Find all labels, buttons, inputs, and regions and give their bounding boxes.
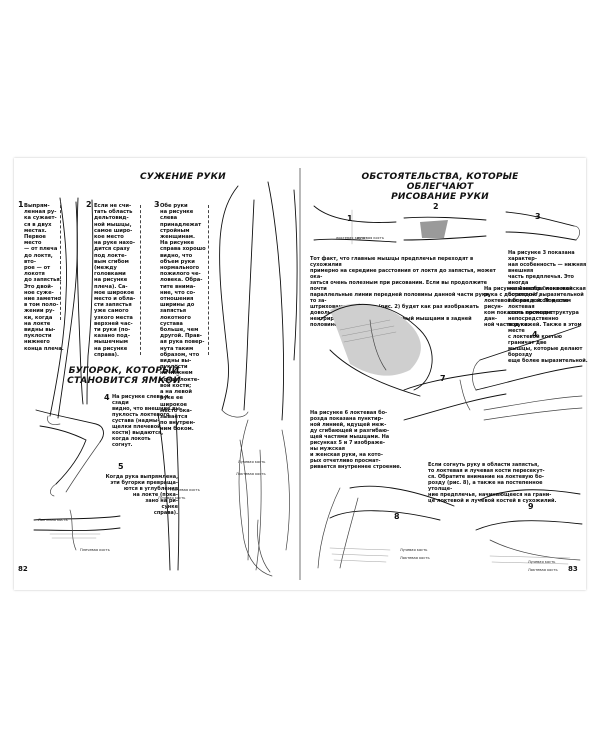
col1-number: 1 (18, 200, 24, 209)
fig-6-text: На рисунке 6 локтевая бо- розда показана… (310, 410, 402, 470)
narrowing-title: СУЖЕНИЕ РУКИ (140, 172, 226, 182)
fig-9-label-ulna: Локтевая кость (528, 568, 558, 572)
col3-guide-line (208, 205, 209, 355)
col4-text: На рисунке слева и сзади видно, что внеш… (112, 394, 182, 448)
bone-label-4: Плечевая кость (170, 488, 200, 492)
fig-1-arm-sketch (313, 205, 397, 245)
fig-9-label-radius: Лучевая кость (528, 560, 556, 564)
fig-9-number: 9 (528, 502, 534, 511)
fig-8-number: 8 (394, 512, 400, 521)
col2-guide-line (140, 205, 141, 355)
col2-text: Если не счи- тать область дельтовид- ной… (94, 203, 136, 358)
bump-title: БУГОРОК, КОТОРЫЙ СТАНОВИТСЯ ЯМКОЙ (67, 366, 181, 386)
fig-4-arm-sketch (472, 325, 583, 421)
col5-number: 5 (118, 462, 124, 471)
fig-5-6-arm-sketch (319, 303, 433, 397)
fig-2-arm-sketch (403, 216, 487, 241)
fig-1-number: 1 (347, 214, 353, 223)
arm-sketch-2 (76, 197, 94, 405)
fig-8-text: Если согнуть руку в области запястья, то… (428, 462, 557, 504)
fig-3-text: На рисунке 3 показана характер- ная особ… (508, 250, 588, 364)
col2-number: 2 (86, 200, 92, 209)
right-page-number: 83 (568, 565, 578, 573)
col3-text: Обе руки на рисунке слева принадлежат ст… (160, 203, 206, 433)
fig-3-number: 3 (535, 212, 541, 221)
col1-text: Выпрям- ленная ру- ка сужает- ся в двух … (24, 203, 64, 352)
fig-1-label-radius: лучевая кость (357, 236, 384, 240)
col5-text: Когда рука выпрямлена, эти бугорки превр… (105, 474, 178, 516)
fig-8-label-ulna: Локтевая кость (400, 556, 430, 560)
left-page-number: 82 (18, 565, 28, 573)
book-gutter (299, 168, 301, 580)
bone-label-6: Локтевая кость (236, 472, 266, 476)
elbow-bone-sketch (33, 509, 121, 551)
bent-arm-sketch (35, 409, 104, 497)
arm-sketch-1 (47, 197, 78, 425)
female-figure-sketch (219, 181, 298, 577)
fig-4-text: На рисунке 4 изображена женская рука с д… (484, 286, 586, 328)
col1-guide-line (60, 200, 61, 320)
fig-1-label-ulna: локтевая кость (336, 236, 366, 240)
fig-4-number: 4 (532, 330, 538, 339)
fig-3-arm-sketch (505, 211, 580, 241)
fig-8-label-radius: Лучевая кость (400, 548, 428, 552)
fig-9-arm-sketch (475, 489, 583, 565)
bone-label-1: Локтевая кость (38, 518, 68, 522)
fig-7-arm-sketch (403, 369, 507, 421)
right-page-title: ОБСТОЯТЕЛЬСТВА, КОТОРЫЕ ОБЛЕГЧАЮТ РИСОВА… (361, 172, 519, 202)
fig-2-number: 2 (433, 202, 439, 211)
straight-arm-bones-sketch (157, 413, 262, 571)
fig-7-number: 7 (440, 374, 446, 383)
bone-label-5: Лучевая кость (238, 460, 266, 464)
col3-number: 3 (154, 200, 160, 209)
bone-label-2: Плечевая кость (80, 548, 110, 552)
fig-8-arm-sketch (317, 485, 455, 569)
col4-number: 4 (104, 393, 110, 402)
bone-label-3: Лучевая кость (158, 496, 186, 500)
